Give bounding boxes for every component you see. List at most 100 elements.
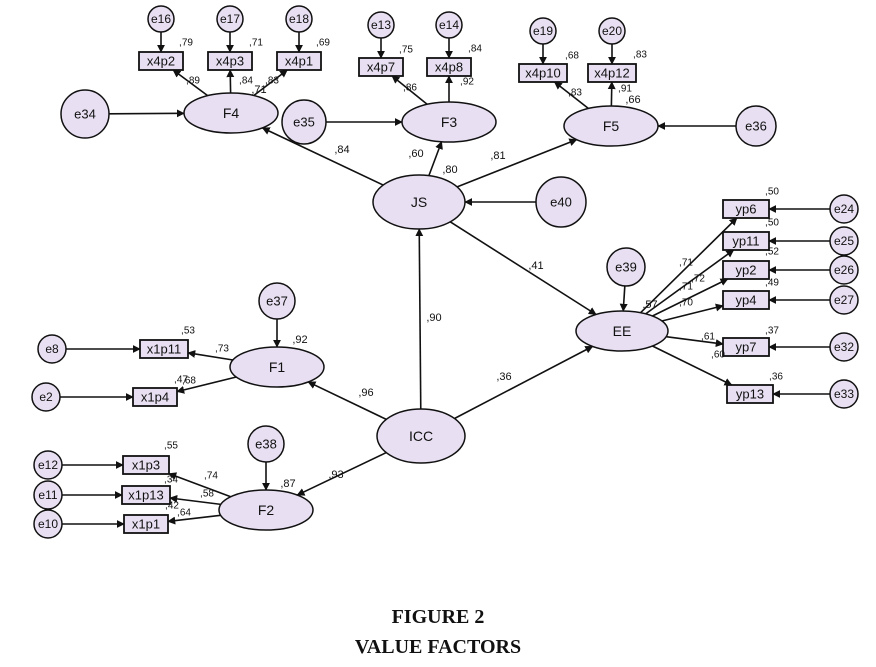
loading-value-F1-x1p11: ,73 <box>215 344 229 355</box>
indicator-label-x4p2: x4p2 <box>147 54 175 69</box>
indicator-x1p3 <box>122 455 170 475</box>
indicator-r2-x4p8: ,84 <box>468 44 482 55</box>
indicator-r2-x4p7: ,75 <box>399 45 413 56</box>
latent-F3 <box>401 101 497 143</box>
coef-ICC-F1: ,96 <box>358 387 373 399</box>
coef-ICC-EE: ,36 <box>496 371 511 383</box>
indicator-r2-x4p1: ,69 <box>316 38 330 49</box>
indicator-label-x4p1: x4p1 <box>285 54 313 69</box>
loading-value-F4-x4p2: ,89 <box>186 76 200 87</box>
indicator-label-x4p10: x4p10 <box>525 66 560 81</box>
latent-F4 <box>183 92 279 134</box>
error-e40 <box>535 176 587 228</box>
loading-value-F5-x4p12: ,91 <box>618 84 632 95</box>
indicator-r2-x1p4: ,47 <box>174 375 188 386</box>
loading-value-EE-yp6: ,71 <box>679 258 693 269</box>
loading-F1-x1p11 <box>187 350 234 361</box>
error-e2 <box>31 382 61 412</box>
error-label-e20: e20 <box>602 24 622 38</box>
error-e26 <box>829 255 859 285</box>
indicator-r2-x4p3: ,71 <box>249 38 263 49</box>
indicator-r2-yp7: ,37 <box>765 326 779 337</box>
error-e10 <box>33 509 63 539</box>
path-JS-F4 <box>261 127 384 186</box>
indicator-r2-yp11: ,50 <box>765 218 779 229</box>
indicator-yp11 <box>722 231 770 251</box>
error-e24 <box>829 194 859 224</box>
indicator-x4p10 <box>518 63 568 83</box>
error-label-e38: e38 <box>255 437 277 452</box>
indicator-x4p3 <box>207 51 253 71</box>
indicator-r2-x4p10: ,68 <box>565 51 579 62</box>
loading-value-F3-x4p8: ,92 <box>460 77 474 88</box>
error-e37 <box>258 282 296 320</box>
figure-title: VALUE FACTORS <box>354 636 522 658</box>
indicator-label-yp4: yp4 <box>736 293 757 308</box>
loading-value-F4-x4p3: ,84 <box>239 76 253 87</box>
error-label-e16: e16 <box>151 12 171 26</box>
error-label-e12: e12 <box>38 458 58 472</box>
loading-F3-x4p7 <box>391 75 428 105</box>
loading-EE-yp13 <box>652 345 733 386</box>
latent-r2-F3: ,60 <box>408 148 423 160</box>
indicator-label-yp11: yp11 <box>732 234 759 249</box>
error-e8 <box>37 334 67 364</box>
latent-r2-EE: ,57 <box>642 299 657 311</box>
indicator-label-x4p7: x4p7 <box>367 60 395 75</box>
error-e19 <box>529 17 557 45</box>
coef-ICC-JS: ,90 <box>426 312 441 324</box>
error-e25 <box>829 226 859 256</box>
loading-value-EE-yp11: ,71 <box>679 282 693 293</box>
indicator-label-yp2: yp2 <box>736 263 757 278</box>
error-label-e2: e2 <box>39 390 53 404</box>
loading-value-EE-yp13: ,60 <box>711 350 725 361</box>
latent-r2-F2: ,87 <box>280 478 295 490</box>
error-label-e35: e35 <box>293 115 315 130</box>
indicator-label-x4p12: x4p12 <box>594 66 629 81</box>
loading-F2-x1p13 <box>169 494 222 506</box>
error-label-e8: e8 <box>45 342 59 356</box>
latent-r2-F4: ,71 <box>251 84 266 96</box>
indicator-label-yp7: yp7 <box>736 340 757 355</box>
error-e20 <box>598 17 626 45</box>
indicator-r2-x1p13: ,34 <box>164 475 178 486</box>
latent-EE <box>575 310 669 352</box>
error-e17 <box>216 5 244 33</box>
error-label-e24: e24 <box>834 202 854 216</box>
path-JS-F3 <box>428 141 443 176</box>
coef-ICC-F2: ,93 <box>328 469 343 481</box>
error-e11 <box>33 480 63 510</box>
indicator-yp13 <box>726 384 774 404</box>
indicator-x1p13 <box>121 485 171 505</box>
error-label-e36: e36 <box>745 119 767 134</box>
path-ICC-JS <box>415 228 424 410</box>
indicator-r2-yp2: ,52 <box>765 247 779 258</box>
indicator-x4p2 <box>138 51 184 71</box>
latent-ICC <box>376 408 466 464</box>
loading-EE-yp4 <box>661 303 724 322</box>
error-label-e11: e11 <box>38 488 57 502</box>
indicator-label-yp6: yp6 <box>736 202 757 217</box>
indicator-label-yp13: yp13 <box>736 387 764 402</box>
error-label-e33: e33 <box>834 387 854 401</box>
error-label-e19: e19 <box>533 24 553 38</box>
latent-F2 <box>218 489 314 531</box>
error-e38 <box>247 425 285 463</box>
error-label-e32: e32 <box>834 340 854 354</box>
indicator-label-x4p3: x4p3 <box>216 54 244 69</box>
error-label-e14: e14 <box>439 18 459 32</box>
error-label-e34: e34 <box>74 107 96 122</box>
error-path-e34 <box>108 109 185 118</box>
error-e16 <box>147 5 175 33</box>
indicator-label-x1p4: x1p4 <box>141 390 169 405</box>
loading-EE-yp11 <box>645 249 735 315</box>
latent-F1 <box>229 346 325 388</box>
error-label-e13: e13 <box>371 18 391 32</box>
error-e34 <box>60 89 110 139</box>
loading-F5-x4p10 <box>553 81 589 110</box>
error-e32 <box>829 332 859 362</box>
latent-label-F2: F2 <box>258 502 275 518</box>
latent-label-F3: F3 <box>441 114 458 130</box>
latent-label-F1: F1 <box>269 359 286 375</box>
